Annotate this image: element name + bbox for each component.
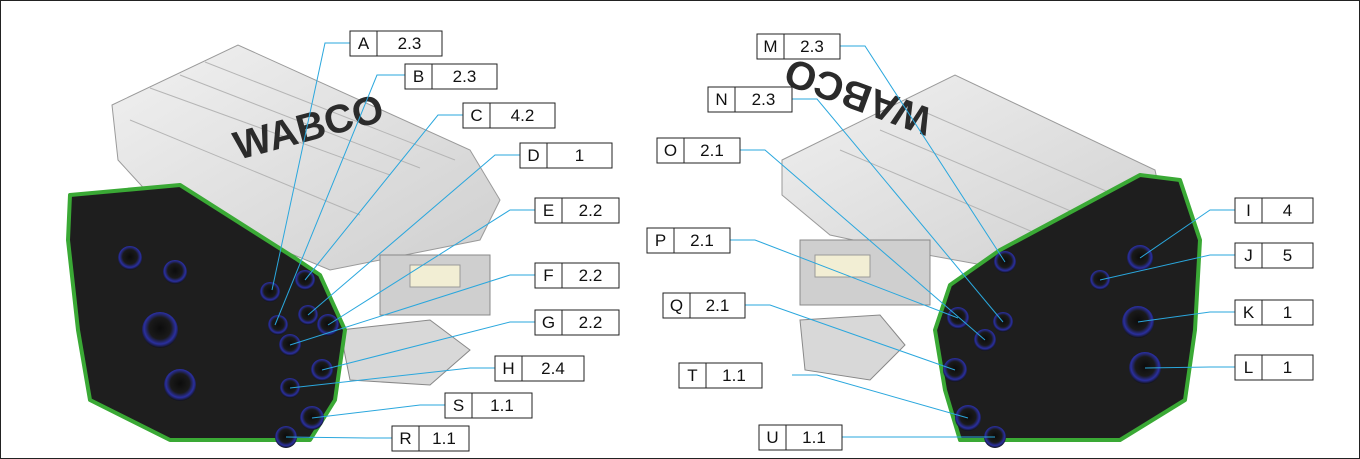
callout-D: D 1	[519, 142, 613, 169]
callout-M-letter: M	[763, 37, 777, 56]
callout-U-letter: U	[766, 428, 778, 447]
callout-P: P 2.1	[646, 227, 731, 254]
callout-A-value: 2.3	[398, 34, 422, 53]
callout-K-value: 1	[1283, 303, 1292, 322]
leader-lines	[271, 42, 1235, 439]
callout-C-value: 4.2	[511, 106, 535, 125]
callout-P-value: 2.1	[690, 231, 714, 250]
callout-B: B 2.3	[404, 63, 498, 90]
callout-H-value: 2.4	[541, 359, 565, 378]
callout-E: E 2.2	[534, 197, 620, 224]
callout-C: C 4.2	[462, 102, 556, 129]
callout-Q-letter: Q	[670, 296, 683, 315]
callout-R: R 1.1	[391, 425, 470, 452]
callout-D-letter: D	[527, 146, 539, 165]
callout-H-letter: H	[502, 359, 514, 378]
right-unit: WABCO	[779, 49, 1202, 448]
callout-K: K 1	[1234, 299, 1314, 326]
left-unit: WABCO	[66, 44, 501, 448]
callout-F: F 2.2	[534, 262, 620, 289]
callout-R-letter: R	[399, 429, 411, 448]
callout-R-value: 1.1	[432, 429, 456, 448]
callout-O-value: 2.1	[700, 141, 724, 160]
callout-E-value: 2.2	[579, 201, 603, 220]
left-label-sticker	[409, 264, 461, 288]
callout-J: J 5	[1234, 242, 1314, 269]
callout-G: G 2.2	[534, 309, 620, 336]
callouts: A 2.3 B 2.3 C 4.2 D 1	[349, 30, 1314, 452]
callout-S: S 1.1	[444, 392, 533, 419]
callout-D-value: 1	[575, 146, 584, 165]
callout-M-value: 2.3	[800, 37, 824, 56]
callout-M: M 2.3	[756, 33, 841, 60]
callout-C-letter: C	[470, 106, 482, 125]
callout-F-value: 2.2	[579, 266, 603, 285]
callout-I-value: 4	[1283, 201, 1292, 220]
callout-F-letter: F	[543, 266, 553, 285]
callout-L-letter: L	[1244, 358, 1253, 377]
callout-J-value: 5	[1283, 246, 1292, 265]
callout-Q-value: 2.1	[706, 296, 730, 315]
callout-U-value: 1.1	[802, 428, 826, 447]
callout-T: T 1.1	[678, 362, 763, 389]
callout-L-value: 1	[1283, 358, 1292, 377]
callout-T-value: 1.1	[722, 366, 746, 385]
callout-G-value: 2.2	[579, 313, 603, 332]
callout-P-letter: P	[655, 231, 666, 250]
callout-J-letter: J	[1244, 246, 1253, 265]
callout-S-value: 1.1	[490, 396, 514, 415]
right-bracket	[799, 314, 906, 381]
callout-N: N 2.3	[707, 86, 793, 113]
callout-O: O 2.1	[656, 137, 741, 164]
callout-O-letter: O	[664, 141, 677, 160]
callout-B-letter: B	[413, 67, 424, 86]
right-label-sticker	[814, 254, 871, 278]
callout-L: L 1	[1234, 354, 1314, 381]
callout-E-letter: E	[543, 201, 554, 220]
callout-H: H 2.4	[494, 355, 585, 382]
callout-K-letter: K	[1243, 303, 1255, 322]
callout-Q: Q 2.1	[662, 292, 746, 319]
callout-A-letter: A	[358, 34, 370, 53]
callout-G-letter: G	[542, 313, 555, 332]
callout-I: I 4	[1234, 197, 1314, 224]
callout-S-letter: S	[453, 396, 464, 415]
callout-A: A 2.3	[349, 30, 443, 57]
callout-I-letter: I	[1246, 201, 1251, 220]
callout-N-value: 2.3	[752, 90, 776, 109]
callout-B-value: 2.3	[453, 67, 477, 86]
callout-T-letter: T	[687, 366, 697, 385]
callout-N-letter: N	[715, 90, 727, 109]
left-bracket	[339, 319, 471, 386]
callout-U: U 1.1	[758, 424, 843, 451]
